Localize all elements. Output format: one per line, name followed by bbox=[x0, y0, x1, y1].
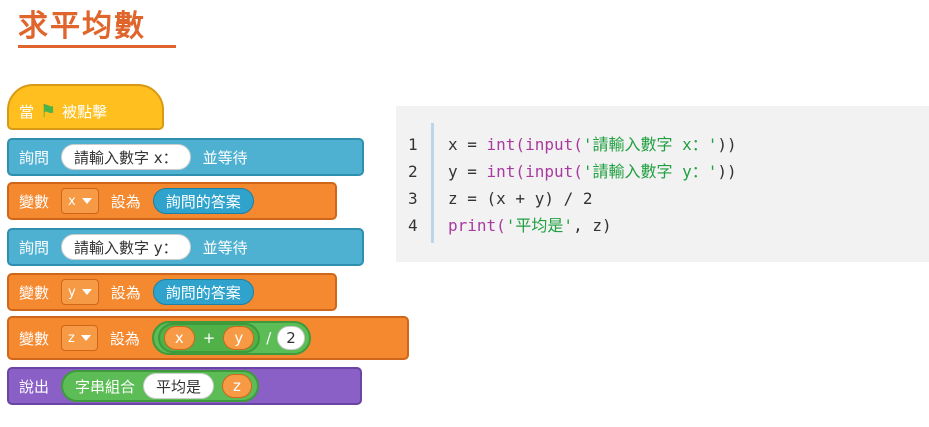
title-underline bbox=[18, 45, 176, 48]
code-string: '請輸入數字 x：' bbox=[582, 135, 718, 154]
code-line-4: 4 print('平均是', z) bbox=[408, 214, 612, 238]
wait-label: 並等待 bbox=[202, 238, 248, 257]
variable-name: x bbox=[68, 193, 76, 209]
variable-reporter-x[interactable]: x bbox=[163, 326, 195, 350]
divide-operator-block[interactable]: x + y / 2 bbox=[151, 321, 311, 355]
code-keyword: int(input( bbox=[486, 135, 583, 154]
answer-reporter[interactable]: 詢問的答案 bbox=[152, 279, 254, 305]
dropdown-arrow-icon bbox=[81, 198, 92, 204]
to-label: 設為 bbox=[109, 329, 140, 348]
code-gutter-bar bbox=[431, 123, 434, 243]
set-label: 變數 bbox=[19, 283, 50, 302]
line-number: 4 bbox=[408, 216, 418, 235]
code-text: z = (x + y) / 2 bbox=[448, 189, 593, 208]
python-code-panel bbox=[396, 106, 929, 262]
line-number: 2 bbox=[408, 162, 418, 181]
code-text: y = bbox=[448, 162, 487, 181]
variable-reporter-z[interactable]: z bbox=[222, 374, 252, 398]
dropdown-arrow-icon bbox=[80, 335, 91, 341]
ask-and-wait-block-1[interactable]: 詢問 請輸入數字 x： 並等待 bbox=[7, 138, 364, 176]
when-label: 當 bbox=[19, 102, 35, 121]
page-title: 求平均數 bbox=[18, 9, 146, 44]
dropdown-arrow-icon bbox=[81, 289, 92, 295]
line-number: 1 bbox=[408, 135, 418, 154]
variable-reporter-y[interactable]: y bbox=[223, 326, 255, 350]
join-operator-block[interactable]: 字串組合 平均是 z bbox=[61, 370, 259, 402]
variable-dropdown-x[interactable]: x bbox=[61, 188, 99, 214]
set-variable-block-y[interactable]: 變數 y 設為 詢問的答案 bbox=[7, 273, 337, 311]
set-label: 變數 bbox=[19, 192, 50, 211]
variable-name: z bbox=[68, 330, 75, 346]
answer-reporter[interactable]: 詢問的答案 bbox=[152, 188, 254, 214]
clicked-label: 被點擊 bbox=[62, 102, 108, 121]
say-block[interactable]: 說出 字串組合 平均是 z bbox=[7, 367, 362, 405]
code-line-2: 2 y = int(input('請輸入數字 y：')) bbox=[408, 160, 737, 184]
code-line-1: 1 x = int(input('請輸入數字 x：')) bbox=[408, 133, 737, 157]
join-label: 字串組合 bbox=[75, 377, 136, 396]
code-keyword: int(input( bbox=[486, 162, 583, 181]
set-variable-block-z[interactable]: 變數 z 設為 x + y / 2 bbox=[7, 316, 409, 360]
code-string: '平均是' bbox=[505, 216, 574, 235]
code-keyword: print( bbox=[448, 216, 506, 235]
code-line-3: 3 z = (x + y) / 2 bbox=[408, 187, 593, 211]
ask-and-wait-block-2[interactable]: 詢問 請輸入數字 y： 並等待 bbox=[7, 228, 364, 266]
divisor-input[interactable]: 2 bbox=[277, 326, 305, 350]
code-text: )) bbox=[717, 162, 737, 181]
ask-prompt-input[interactable]: 請輸入數字 x： bbox=[61, 144, 191, 170]
wait-label: 並等待 bbox=[202, 148, 248, 167]
code-text: , z) bbox=[573, 216, 612, 235]
line-number: 3 bbox=[408, 189, 418, 208]
set-variable-block-x[interactable]: 變數 x 設為 詢問的答案 bbox=[7, 182, 337, 220]
set-label: 變數 bbox=[19, 329, 50, 348]
plus-sign: + bbox=[202, 329, 216, 347]
variable-dropdown-y[interactable]: y bbox=[61, 279, 99, 305]
green-flag-icon: ⚑ bbox=[40, 100, 57, 122]
say-label: 說出 bbox=[19, 377, 50, 396]
code-text: x = bbox=[448, 135, 487, 154]
ask-label: 詢問 bbox=[19, 148, 50, 167]
to-label: 設為 bbox=[110, 192, 141, 211]
code-text: )) bbox=[717, 135, 737, 154]
join-text-input[interactable]: 平均是 bbox=[143, 373, 215, 399]
ask-label: 詢問 bbox=[19, 238, 50, 257]
to-label: 設為 bbox=[110, 283, 141, 302]
variable-dropdown-z[interactable]: z bbox=[61, 325, 98, 351]
code-string: '請輸入數字 y：' bbox=[582, 162, 718, 181]
add-operator-block[interactable]: x + y bbox=[157, 323, 261, 353]
when-flag-clicked-block[interactable]: 當 ⚑ 被點擊 bbox=[7, 84, 164, 130]
divide-sign: / bbox=[266, 329, 272, 347]
variable-name: y bbox=[68, 284, 76, 300]
ask-prompt-input[interactable]: 請輸入數字 y： bbox=[61, 234, 191, 260]
